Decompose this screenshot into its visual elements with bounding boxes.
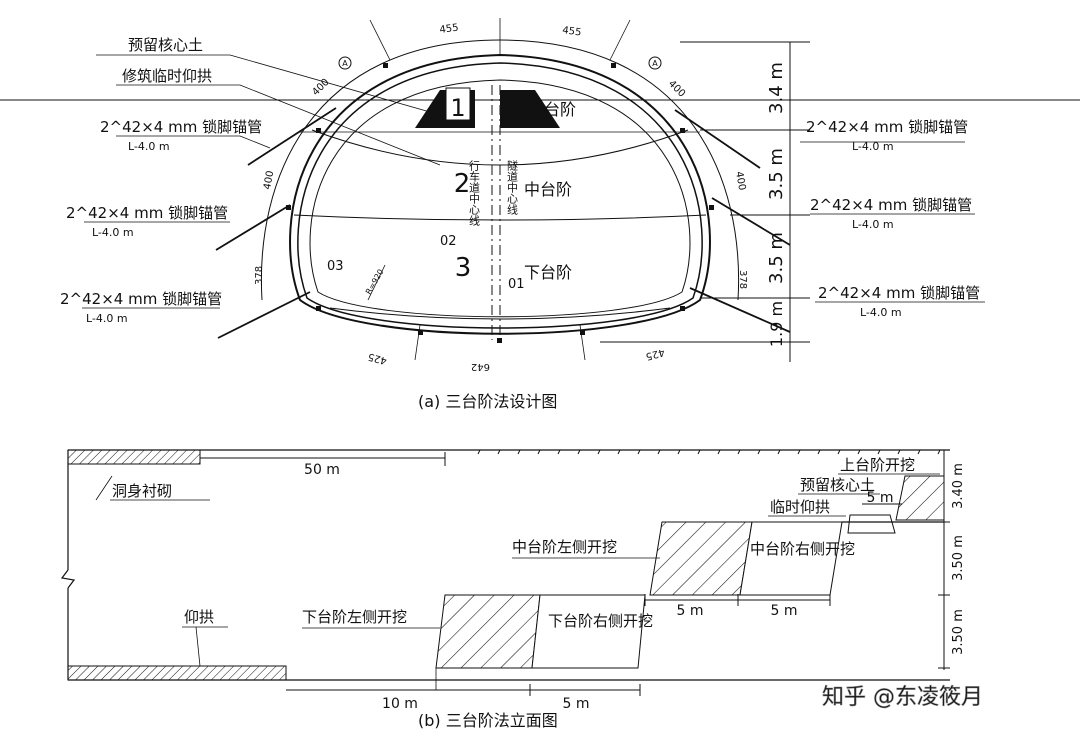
dim-bottom-right: 425: [644, 346, 665, 362]
bench-number-1: 1: [450, 94, 465, 122]
dim-side-left-upper: 400: [262, 170, 276, 191]
radius-line: [367, 264, 386, 301]
lower-bench-label: 下台阶: [524, 263, 572, 282]
height-lower: 3.5 m: [766, 232, 787, 284]
height-invert: 1.9 m: [767, 301, 786, 347]
anchor-pipe-middle-right: [711, 197, 791, 246]
upper-bench-label: 上台阶: [528, 100, 576, 119]
lane-center-label: 行车道中心线: [468, 160, 481, 226]
leader-lines: [82, 54, 985, 309]
dim-side-right-lower: 378: [737, 270, 748, 289]
caption-b: (b) 三台阶法立面图: [418, 711, 558, 730]
upper-excavation: [895, 475, 945, 521]
middle-bench-label: 中台阶: [524, 180, 572, 199]
point-02: 02: [440, 234, 457, 249]
middle-left-label: 中台阶左侧开挖: [512, 538, 617, 556]
anchor-pipe-spec: 2^42×4 mm 锁脚锚管: [66, 204, 228, 222]
core-soil-block: [847, 514, 896, 534]
anchor-pipe-spec: 2^42×4 mm 锁脚锚管: [818, 284, 980, 302]
lining-block: [67, 449, 201, 465]
dim-50m: 50 m: [304, 462, 340, 478]
height-350b: 3.50 m: [951, 609, 966, 655]
lower-left-excavation: [435, 594, 541, 669]
caption-a: (a) 三台阶法设计图: [418, 392, 557, 411]
anchor-pipe-lower-right: [689, 287, 791, 333]
anchor-pipe-length: L-4.0 m: [852, 140, 894, 153]
invert-block: [67, 665, 287, 681]
anchor-pipe-lower-left: [217, 291, 311, 339]
num1-box: [445, 87, 471, 121]
point-03: 03: [327, 259, 344, 274]
anchor-pipe-upper-right: [674, 109, 761, 169]
lining-label: 洞身衬砌: [112, 482, 172, 500]
watermark: 知乎 @东凌筱月: [822, 685, 983, 710]
core-soil-right: [500, 90, 560, 128]
temp-invert-label-b: 临时仰拱: [770, 498, 830, 516]
dim-arc-upper-left: 400: [310, 77, 331, 98]
height-350a: 3.50 m: [951, 535, 966, 581]
tunnel-center-label: 隧道中心线: [506, 159, 519, 215]
anchor-a-label: A: [342, 59, 348, 68]
invert-curve: [329, 307, 671, 320]
radial-tick: [369, 19, 391, 61]
anchor-pipe-length: L-4.0 m: [86, 312, 128, 325]
anchor-pipe-spec: 2^42×4 mm 锁脚锚管: [810, 196, 972, 214]
dim-side-left-lower: 378: [254, 266, 265, 285]
core-soil-label-b: 预留核心土: [800, 476, 875, 494]
anchor-pipe-middle-left: [215, 204, 291, 251]
dim-bottom-center: 642: [471, 361, 490, 372]
radial-tick: [579, 324, 586, 361]
anchor-marker-a: [648, 56, 662, 70]
anchor-pipe-spec: 2^42×4 mm 锁脚锚管: [806, 118, 968, 136]
tunnel-inner-profile: [309, 79, 691, 318]
height-upper: 3.4 m: [766, 62, 787, 114]
dim-arc-top-right: 455: [562, 25, 582, 39]
height-dim-ticks: [600, 41, 810, 343]
point-01: 01: [508, 277, 525, 292]
dim-5m-mid-b: 5 m: [771, 603, 798, 619]
anchor-pipe-spec: 2^42×4 mm 锁脚锚管: [100, 118, 262, 136]
bench-number-3: 3: [455, 253, 472, 283]
dim-arc-top-left: 455: [439, 22, 459, 36]
dim-10m: 10 m: [382, 696, 418, 712]
anchor-pipe-length: L-4.0 m: [860, 306, 902, 319]
middle-right-label: 中台阶右侧开挖: [750, 540, 855, 558]
invert-leader: [195, 626, 201, 667]
invert-label: 仰拱: [184, 608, 214, 626]
dim-bottom-left: 425: [367, 350, 388, 366]
lower-right-label: 下台阶右侧开挖: [548, 612, 653, 630]
lower-right-excavation: [531, 594, 646, 669]
bench-number-2: 2: [454, 169, 471, 199]
crown-ticks: [477, 449, 941, 455]
radius-label: R=920: [364, 268, 386, 296]
height-340: 3.40 m: [951, 463, 966, 509]
joint-markers: [286, 63, 714, 343]
break-symbol: [60, 569, 76, 589]
core-soil-label: 预留核心土: [128, 36, 203, 54]
right-height-ticks: [938, 449, 950, 669]
temp-invert-label: 修筑临时仰拱: [122, 67, 212, 85]
lower-left-label: 下台阶左侧开挖: [302, 608, 407, 626]
upper-excavation-label: 上台阶开挖: [840, 456, 915, 474]
middle-left-excavation: [649, 521, 753, 596]
anchor-pipe-length: L-4.0 m: [128, 140, 170, 153]
dim-5m-lower: 5 m: [563, 696, 590, 712]
anchor-pipe-spec: 2^42×4 mm 锁脚锚管: [60, 290, 222, 308]
middle-right-excavation: [739, 521, 843, 596]
dim-5m-mid-a: 5 m: [677, 603, 704, 619]
dim-arc-upper-right: 400: [666, 78, 687, 99]
dim-side-right-upper: 400: [733, 171, 747, 192]
anchor-pipe-length: L-4.0 m: [852, 218, 894, 231]
radial-tick: [414, 324, 421, 361]
anchor-pipe-length: L-4.0 m: [92, 226, 134, 239]
lining-leader: [95, 475, 113, 501]
height-middle: 3.5 m: [766, 148, 787, 200]
anchor-a-label: A: [652, 59, 658, 68]
anchor-marker-a: [338, 56, 352, 70]
tunnel-outer-profile: [289, 53, 711, 335]
radial-tick: [609, 19, 631, 61]
